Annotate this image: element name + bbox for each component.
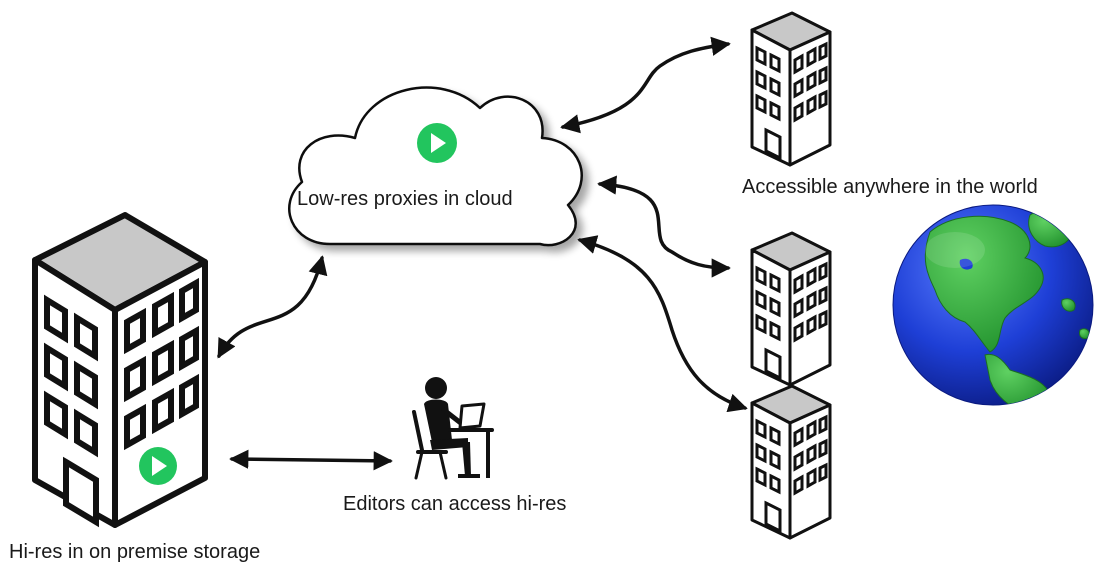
person-at-laptop-icon [412,377,494,480]
building-icon [750,231,832,387]
play-icon [139,447,177,485]
play-icon [417,123,457,163]
world-access-label: Accessible anywhere in the world [742,176,1038,198]
building-icon [750,384,832,540]
cloud-icon [288,86,583,247]
globe-icon [892,204,1094,406]
arrow-building-to-cloud [217,255,328,359]
building-icon [750,11,832,167]
editors-label: Editors can access hi-res [343,493,567,515]
arrow-building-to-editor [229,449,393,471]
connection-arrows [217,36,748,471]
on-premise-label: Hi-res in on premise storage [9,541,261,563]
cloud-label: Low-res proxies in cloud [297,188,513,210]
building-icon [32,212,208,528]
arrow-cloud-to-remote-3 [577,235,748,413]
arrow-cloud-to-remote-1 [560,36,731,134]
